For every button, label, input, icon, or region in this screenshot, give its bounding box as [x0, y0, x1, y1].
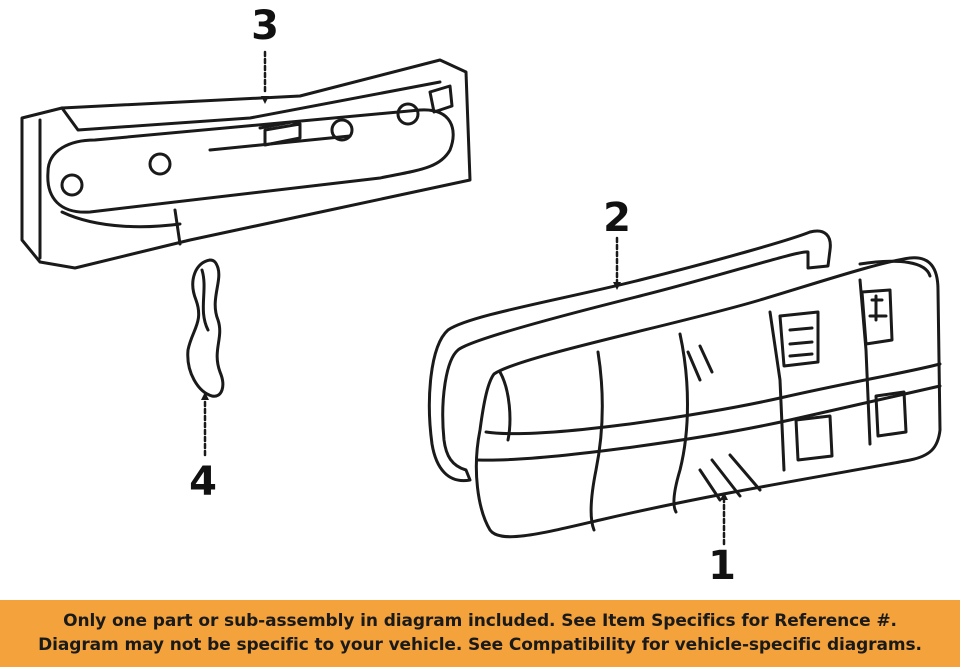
arrowhead-2: [613, 282, 621, 290]
callout-number-3: 3: [251, 3, 279, 49]
callout-number-2: 2: [603, 195, 631, 241]
gasket-part-2: [427, 229, 832, 483]
tail-lamp-part-1: [474, 256, 942, 539]
disclaimer-banner: Only one part or sub-assembly in diagram…: [0, 600, 960, 667]
wire-socket-part-4: [186, 258, 225, 398]
arrowhead-1: [720, 492, 728, 500]
arrowhead-3: [261, 96, 269, 104]
garnish-panel-part-3: [20, 58, 472, 270]
disclaimer-line-1: Only one part or sub-assembly in diagram…: [63, 611, 897, 631]
parts-diagram: [20, 50, 942, 548]
callout-number-1: 1: [708, 543, 736, 589]
arrowhead-4: [201, 392, 209, 400]
disclaimer-line-2: Diagram may not be specific to your vehi…: [38, 635, 922, 655]
callout-number-4: 4: [189, 459, 217, 505]
